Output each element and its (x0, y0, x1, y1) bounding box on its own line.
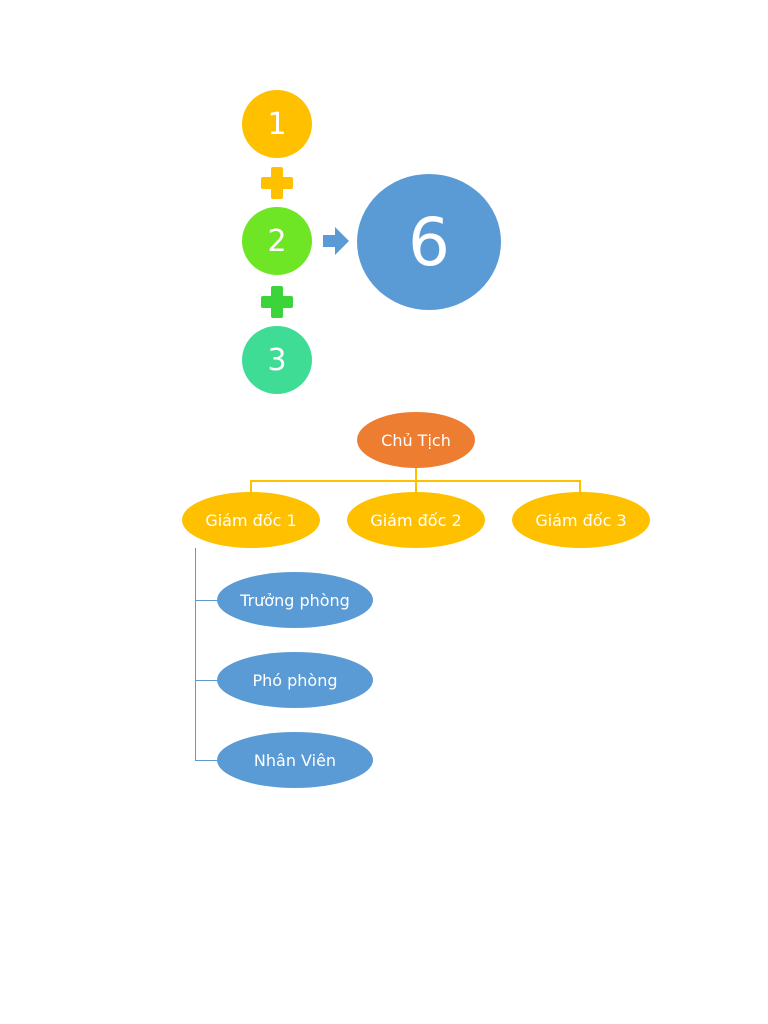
node-director-2: Giám đốc 2 (347, 492, 485, 548)
node-department-head: Trưởng phòng (217, 572, 373, 628)
connector-director-1 (250, 480, 252, 494)
node-director-3-label: Giám đốc 3 (535, 510, 627, 530)
node-director-1: Giám đốc 1 (182, 492, 320, 548)
node-director-3: Giám đốc 3 (512, 492, 650, 548)
node-staff-label: Nhân Viên (253, 750, 337, 770)
arrow-right-icon (323, 227, 349, 255)
connector-director-2 (415, 480, 417, 494)
node-chairman: Chủ Tịch (357, 412, 475, 468)
node-chairman-label: Chủ Tịch (381, 430, 451, 450)
operand-3-label: 3 (267, 342, 287, 378)
node-deputy-head: Phó phòng (217, 652, 373, 708)
plus-icon-1 (261, 167, 293, 199)
plus-icon-2 (261, 286, 293, 318)
result-circle: 6 (357, 174, 501, 310)
connector-root-down (415, 467, 417, 481)
node-staff: Nhân Viên (217, 732, 373, 788)
operand-3-circle: 3 (242, 326, 312, 394)
operand-1-circle: 1 (242, 90, 312, 158)
connector-sub-2 (195, 680, 218, 681)
connector-sub-1 (195, 600, 218, 601)
connector-sub-vertical (195, 548, 196, 761)
node-deputy-head-label: Phó phòng (252, 670, 338, 690)
node-director-2-label: Giám đốc 2 (370, 510, 462, 530)
node-department-head-label: Trưởng phòng (240, 590, 350, 610)
operand-1-label: 1 (267, 106, 287, 142)
node-director-1-label: Giám đốc 1 (205, 510, 297, 530)
operand-2-label: 2 (267, 223, 287, 259)
connector-sub-3 (195, 760, 218, 761)
operand-2-circle: 2 (242, 207, 312, 275)
connector-director-3 (579, 480, 581, 494)
result-label: 6 (408, 203, 450, 281)
